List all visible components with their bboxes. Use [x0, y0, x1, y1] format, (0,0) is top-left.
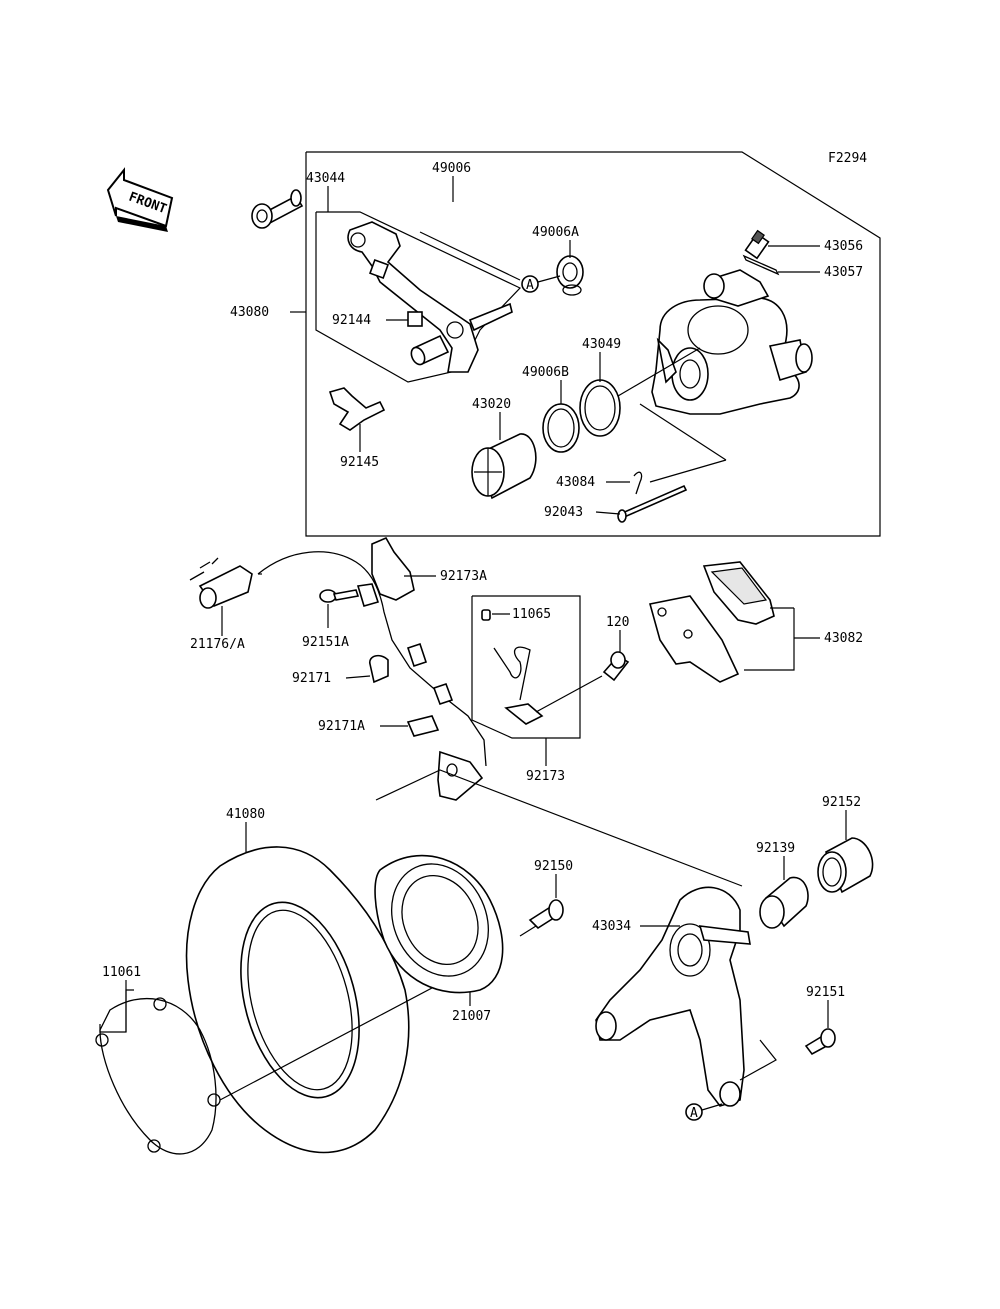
sensor-rotor-21007: [374, 854, 504, 994]
caliper-bracket-43044: [347, 221, 479, 373]
callout-49006: 49006: [432, 161, 471, 176]
pin-clip-43084: [633, 471, 643, 495]
bolt-92150: [528, 899, 564, 930]
caliper-bracket-43034: [595, 886, 751, 1107]
callout-92171a: 92171A: [318, 719, 365, 734]
callout-92151a: 92151A: [302, 635, 349, 650]
abs-sensor-harness: [189, 536, 487, 801]
callout-92151: 92151: [806, 985, 845, 1000]
callout-92171: 92171: [292, 671, 331, 686]
callout-92152: 92152: [822, 795, 861, 810]
gasket-11061: [95, 997, 221, 1155]
clip-92144: [407, 311, 423, 327]
piston-43020: [471, 433, 537, 500]
callout-43082: 43082: [824, 631, 863, 646]
callout-43056: 43056: [824, 239, 863, 254]
clamp-92171a: [406, 715, 440, 737]
clamp-92171: [369, 654, 389, 684]
callout-92173: 92173: [526, 769, 565, 784]
callout-21176a: 21176/A: [190, 637, 245, 652]
callout-43020: 43020: [472, 397, 511, 412]
reference-mark-a-lower: A: [685, 1103, 703, 1121]
bleed-valve-43056: [744, 229, 770, 260]
callout-11065: 11065: [512, 607, 551, 622]
boot-49006a: [556, 255, 584, 296]
callout-43084: 43084: [556, 475, 595, 490]
collar-92139: [759, 876, 809, 929]
reference-mark-a-upper: A: [521, 275, 539, 293]
figure-code: F2294: [828, 151, 867, 166]
collar-92152: [817, 837, 874, 894]
svg-text:A: A: [690, 1106, 698, 1121]
callout-11061: 11061: [102, 965, 141, 980]
callout-43049: 43049: [582, 337, 621, 352]
brake-pads-43082: [648, 561, 775, 683]
brake-disc-41080: [185, 846, 410, 1154]
callout-92145: 92145: [340, 455, 379, 470]
callout-49006a: 49006A: [532, 225, 579, 240]
cap-43057: [742, 254, 780, 276]
svg-text:A: A: [526, 278, 534, 293]
caliper-assembly-frame: [305, 151, 881, 537]
bolt-92151a: [319, 589, 360, 603]
pin-49006: [251, 189, 304, 229]
callout-92150: 92150: [534, 859, 573, 874]
callout-43034: 43034: [592, 919, 631, 934]
callout-43057: 43057: [824, 265, 863, 280]
callout-92139: 92139: [756, 841, 795, 856]
dust-seal-49006b: [542, 403, 580, 453]
bolt-92151: [804, 1028, 836, 1056]
callout-41080: 41080: [226, 807, 265, 822]
sensor-bracket-92173: [481, 609, 544, 725]
callout-43080: 43080: [230, 305, 269, 320]
callout-120: 120: [606, 615, 629, 630]
front-arrow-icon: FRONT: [106, 167, 174, 232]
pad-pin-92043: [617, 484, 688, 523]
callout-43044: 43044: [306, 171, 345, 186]
callout-92043: 92043: [544, 505, 583, 520]
caliper-body: [651, 269, 813, 415]
callout-21007: 21007: [452, 1009, 491, 1024]
callout-92144: 92144: [332, 313, 371, 328]
bolt-120: [602, 651, 630, 682]
callout-49006b: 49006B: [522, 365, 569, 380]
piston-seal-43049: [579, 379, 621, 437]
pad-spring-92145: [328, 387, 386, 431]
callout-92173a: 92173A: [440, 569, 487, 584]
